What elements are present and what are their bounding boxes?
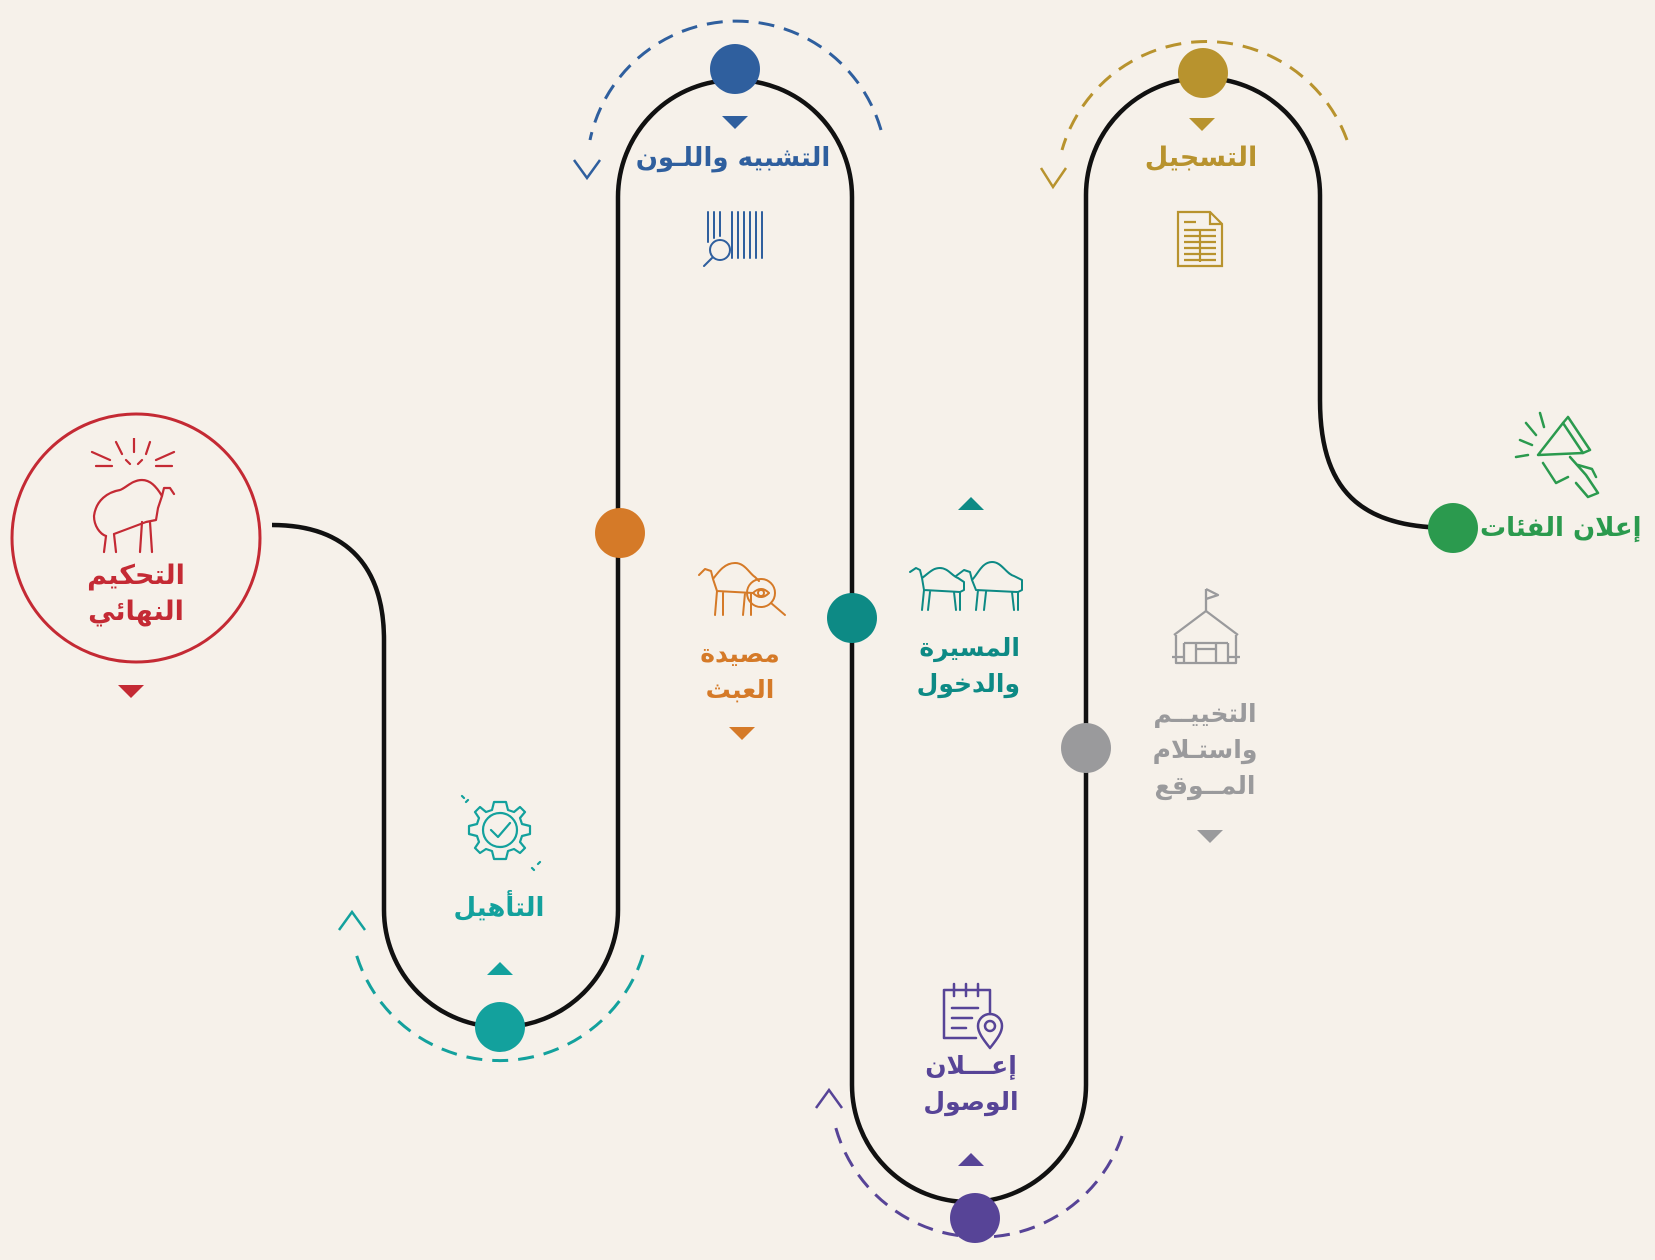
matching-dot[interactable]	[710, 44, 760, 94]
register-down-arrow-icon	[1189, 118, 1215, 131]
arc-qualifying-arrowhead-icon	[337, 909, 367, 931]
arrival-label: إعـــلان الوصول	[916, 1048, 1026, 1120]
register-dot[interactable]	[1178, 48, 1228, 98]
qualifying-label: التأهيل	[453, 893, 545, 923]
final-down-arrow-icon	[118, 685, 144, 698]
arrival-label-line-2: الوصول	[923, 1087, 1019, 1116]
camping-label-line-2: واستـلام	[1152, 735, 1258, 764]
tent-icon	[1172, 587, 1240, 665]
camping-label-line-3: المــوقع	[1154, 771, 1256, 800]
arrival-label-line-1: إعـــلان	[925, 1051, 1017, 1080]
arc-qualifying	[353, 949, 645, 1063]
march-label: المسيرة والدخول	[916, 630, 1020, 702]
matching-down-arrow-icon	[722, 116, 748, 129]
gear-check-icon	[460, 794, 542, 872]
barcode-scan-icon	[703, 211, 763, 267]
tampering-down-arrow-icon	[729, 727, 755, 740]
march-label-line-2: والدخول	[916, 669, 1020, 698]
final-label-line-2: النهائي	[88, 596, 184, 627]
arc-matching-arrowhead-icon	[572, 159, 602, 181]
arc-register-arrowhead-icon	[1039, 167, 1068, 190]
camping-dot[interactable]	[1061, 723, 1111, 773]
final-stage-circle	[10, 412, 262, 664]
camel-magnifier-icon	[698, 562, 786, 616]
register-label: التسجيل	[1144, 142, 1258, 173]
tampering-label-line-1: مصيدة	[700, 639, 780, 668]
megaphone-icon	[1514, 411, 1600, 499]
arc-register	[1060, 40, 1349, 151]
camping-label-line-1: التخييــم	[1153, 699, 1257, 728]
arrival-dot[interactable]	[950, 1193, 1000, 1243]
camel-fireworks-icon	[90, 438, 176, 554]
march-dot[interactable]	[827, 593, 877, 643]
march-up-arrow-icon	[958, 497, 984, 510]
tampering-label: مصيدة العبث	[690, 636, 790, 708]
camping-down-arrow-icon	[1197, 830, 1223, 843]
announce-label: إعلان الفئات	[1480, 513, 1642, 543]
announce-dot[interactable]	[1428, 503, 1478, 553]
arc-arrival-arrowhead-icon	[814, 1087, 844, 1109]
arc-matching	[588, 19, 883, 141]
final-label: التحكيم النهائي	[76, 558, 196, 630]
matching-label: التشبيه واللـون	[635, 143, 831, 173]
final-label-line-1: التحكيم	[87, 560, 185, 591]
tampering-label-line-2: العبث	[705, 675, 775, 704]
qualifying-dot[interactable]	[475, 1002, 525, 1052]
qualifying-up-arrow-icon	[487, 962, 513, 975]
timeline-path	[271, 75, 1454, 1205]
camels-icon	[909, 561, 1023, 611]
camping-label: التخييــم واستـلام المــوقع	[1150, 696, 1260, 804]
march-label-line-1: المسيرة	[919, 633, 1020, 662]
calendar-location-icon	[942, 982, 1004, 1050]
tampering-dot[interactable]	[595, 508, 645, 558]
document-icon	[1176, 210, 1224, 268]
arrival-up-arrow-icon	[958, 1153, 984, 1166]
